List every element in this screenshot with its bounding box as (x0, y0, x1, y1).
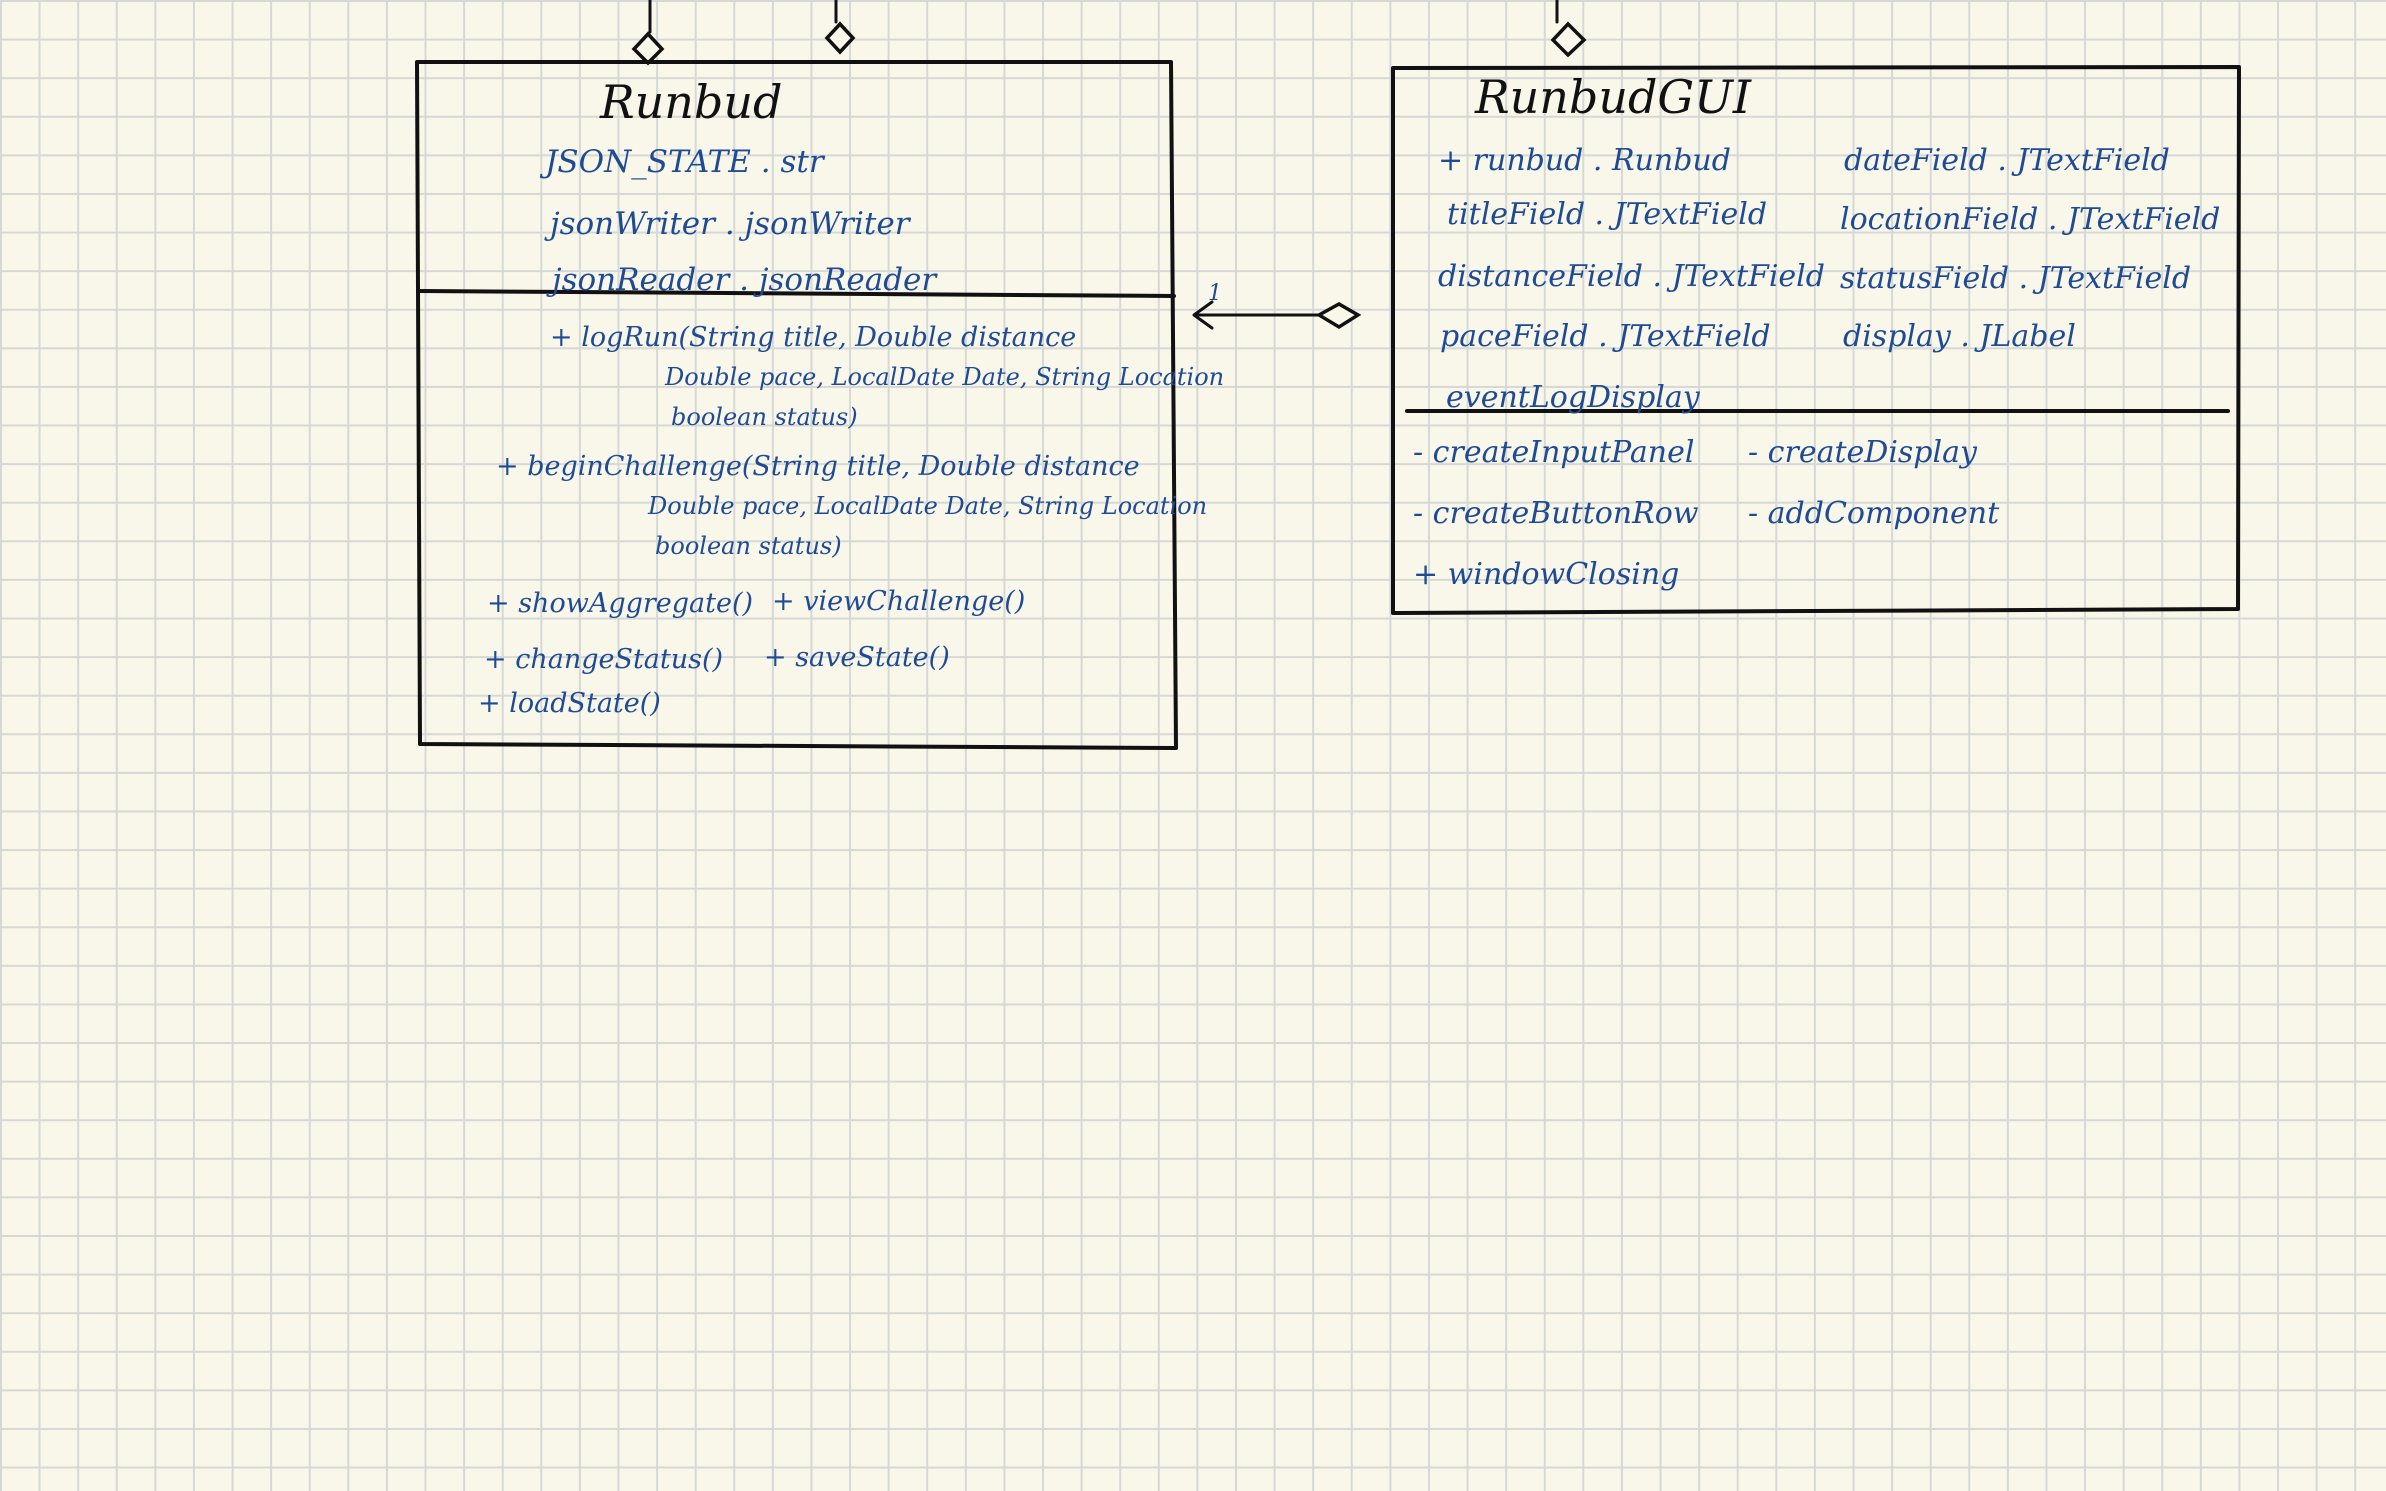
runbudgui-attribute: dateField . JTextField (1844, 143, 2170, 178)
runbud-method: + showAggregate() (487, 588, 753, 619)
runbudgui-method: - createDisplay (1748, 435, 1978, 470)
runbud-method: + loadState() (478, 688, 661, 719)
runbud-top-connector-right (824, 0, 856, 55)
runbud-method: + changeStatus() (484, 644, 723, 675)
runbud-method: + logRun(String title, Double distance (550, 322, 1076, 353)
class-name-runbud: Runbud (599, 75, 782, 129)
runbudgui-attribute: titleField . JTextField (1447, 197, 1767, 232)
aggregation-diamond-icon (1550, 21, 1587, 58)
aggregation-diamond-icon (1315, 301, 1362, 330)
runbud-method-params: Double pace, LocalDate Date, String Loca… (664, 363, 1224, 391)
runbudgui-attribute: distanceField . JTextField (1438, 259, 1825, 294)
runbudgui-attribute: locationField . JTextField (1840, 202, 2220, 237)
runbudgui-attribute: display . JLabel (1843, 319, 2076, 354)
runbud-method-params: boolean status) (655, 532, 842, 560)
runbud-attribute: jsonReader . jsonReader (546, 262, 938, 298)
runbudgui-attribute: eventLogDisplay (1446, 380, 1701, 415)
runbud-method-params: boolean status) (671, 403, 858, 431)
runbud-gui-top-connector (1550, 0, 1587, 58)
class-box-outline (1391, 65, 2241, 615)
class-box-outline (415, 60, 1178, 750)
runbudgui-attribute: statusField . JTextField (1840, 261, 2191, 296)
runbud-top-connector-left (631, 0, 665, 66)
runbud-method: + viewChallenge() (772, 586, 1025, 617)
runbudgui-method: - createButtonRow (1413, 496, 1699, 531)
runbud-method: + beginChallenge(String title, Double di… (496, 451, 1140, 482)
class-name-runbudgui: RunbudGUI (1474, 70, 1752, 124)
runbud-method: + saveState() (764, 642, 950, 673)
association-runbudgui-to-runbud: 1 (1192, 281, 1362, 330)
aggregation-diamond-icon (824, 21, 856, 55)
class-box-runbud: Runbud JSON_STATE . str jsonWriter . jso… (415, 60, 1224, 750)
class-box-divider (417, 289, 1176, 298)
runbud-attribute: JSON_STATE . str (539, 144, 826, 180)
runbudgui-attribute: + runbud . Runbud (1438, 143, 1731, 178)
runbudgui-attribute: paceField . JTextField (1440, 319, 1771, 354)
aggregation-diamond-icon (631, 31, 665, 66)
runbudgui-method: - addComponent (1748, 496, 2000, 531)
runbudgui-method: + windowClosing (1413, 557, 1679, 592)
runbud-method-params: Double pace, LocalDate Date, String Loca… (647, 492, 1207, 520)
association-multiplicity: 1 (1208, 281, 1222, 306)
class-box-runbudgui: RunbudGUI + runbud . Runbud dateField . … (1391, 65, 2241, 615)
runbud-attribute: jsonWriter . jsonWriter (544, 206, 912, 242)
arrowhead-icon (1192, 300, 1214, 330)
runbudgui-method: - createInputPanel (1413, 435, 1694, 470)
